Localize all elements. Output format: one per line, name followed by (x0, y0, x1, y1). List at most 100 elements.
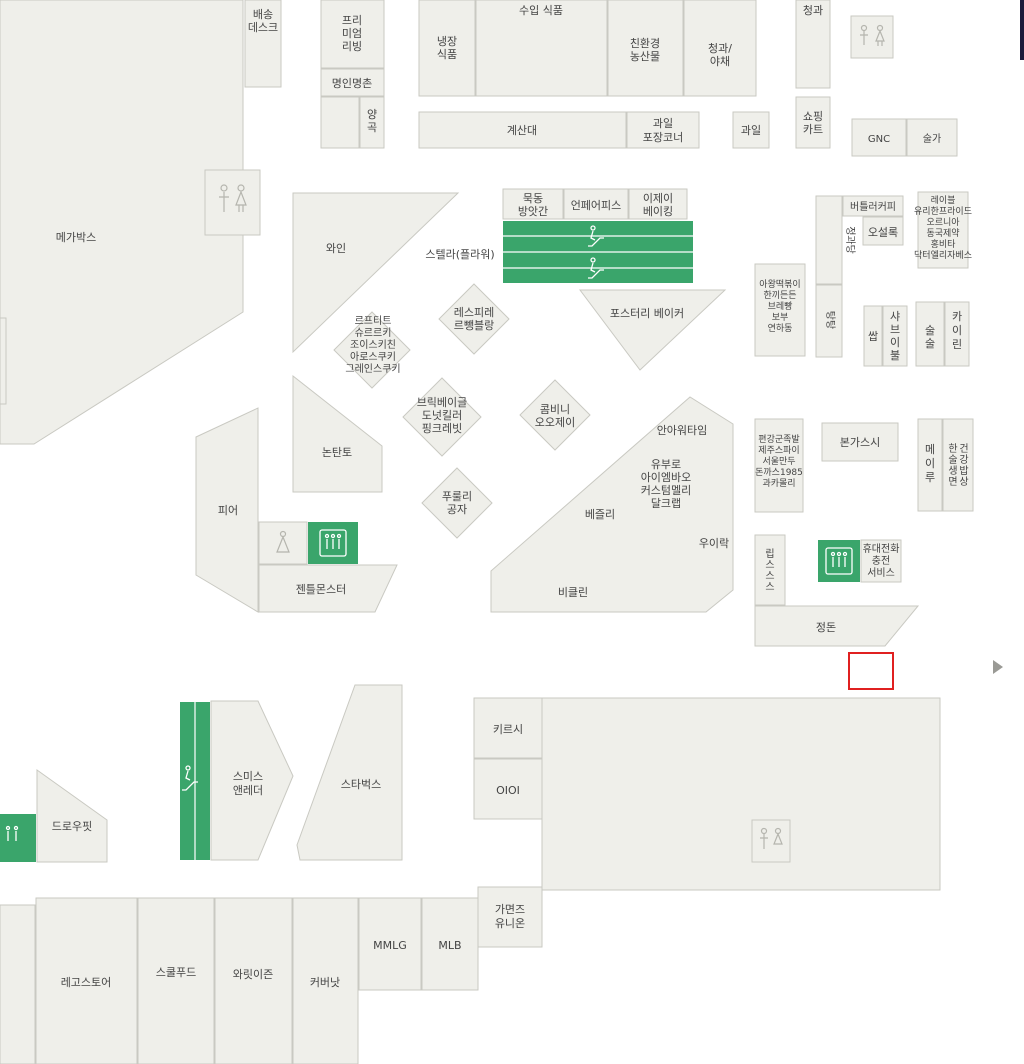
store-oioi[interactable] (473, 758, 543, 820)
store-shabu[interactable] (882, 305, 908, 367)
store-fruit-veg[interactable] (683, 0, 757, 97)
store-starbucks[interactable] (296, 684, 403, 861)
store-label: 명인명촌 (332, 77, 372, 90)
store-sulga[interactable] (906, 118, 958, 157)
store-label: 피어 (218, 504, 238, 517)
store-megabox[interactable] (0, 0, 244, 445)
store-partial-left[interactable] (0, 317, 7, 405)
scroll-right-arrow-icon[interactable] (993, 660, 1003, 674)
store-label: MLB (438, 939, 461, 952)
store-ijei[interactable] (628, 188, 688, 220)
store-chilled-food[interactable] (418, 0, 476, 97)
store-dropet[interactable] (36, 769, 108, 863)
store-shopping-cart[interactable] (795, 96, 831, 149)
store-foster[interactable] (579, 289, 727, 371)
store-multi-right[interactable] (917, 191, 969, 269)
store-label: 정돈 (816, 621, 836, 634)
store-mlb[interactable] (421, 897, 479, 991)
store-myungin[interactable] (320, 68, 385, 97)
store-label: 정과당 (844, 226, 856, 254)
store-label: 와인 (326, 242, 346, 255)
store-label: MMLG (373, 939, 407, 952)
store-kirsh[interactable] (473, 697, 543, 759)
store-sap[interactable] (863, 305, 883, 367)
store-brickbagel[interactable] (402, 377, 482, 457)
store-rebs[interactable] (754, 534, 786, 606)
store-multi-right2[interactable] (754, 418, 804, 513)
elevator-icon (825, 547, 853, 575)
store-schoolfood[interactable] (137, 897, 215, 1064)
store-import-food[interactable] (475, 0, 608, 97)
store-butler[interactable] (842, 195, 904, 217)
store-eco-produce[interactable] (607, 0, 684, 97)
store-jeongdon[interactable] (754, 605, 920, 647)
store-junggwa[interactable] (815, 195, 843, 285)
store-gentle-monster[interactable] (258, 564, 398, 613)
store-gnc[interactable] (851, 118, 907, 157)
store-fruit-pack[interactable] (626, 111, 700, 149)
restroom-icon (860, 24, 885, 46)
store-bongasu[interactable] (821, 422, 899, 462)
store-smith[interactable] (210, 700, 294, 861)
store-wine[interactable] (292, 192, 460, 354)
store-label: 계산대 (507, 124, 537, 137)
store-mmlg[interactable] (358, 897, 422, 991)
store-lespi[interactable] (438, 283, 510, 355)
store-label: 탕탕 (824, 311, 836, 329)
store-combini[interactable] (519, 379, 591, 451)
store-label: 키르시 (493, 723, 523, 736)
store-hansang[interactable] (942, 418, 974, 512)
escalator-icon (588, 225, 604, 279)
store-waikijeon[interactable] (214, 897, 293, 1064)
escalator-icon (182, 765, 198, 791)
store-label: 스쿨푸드 (156, 966, 196, 979)
store-fruit-partial[interactable] (795, 0, 831, 89)
store-tangtang[interactable] (815, 284, 843, 358)
store-label: 청과 (803, 4, 823, 17)
store-large-block[interactable] (541, 697, 941, 891)
store-label: GNC (868, 134, 890, 145)
store-coverknot[interactable] (292, 897, 359, 1064)
store-label: 언페어피스 (571, 199, 622, 212)
store-notando[interactable] (292, 374, 383, 493)
elevator[interactable] (0, 814, 36, 862)
store-fruit[interactable] (732, 111, 770, 149)
store-premium-living[interactable] (320, 0, 385, 69)
store-phone-service[interactable] (860, 539, 902, 583)
store-label: 본가스시 (840, 436, 880, 449)
store-meiru[interactable] (917, 418, 943, 512)
store-label: 술가 (923, 133, 941, 145)
store-delivery-desk[interactable] (244, 0, 282, 88)
store-checkout[interactable] (418, 111, 627, 149)
store-lepetit[interactable] (333, 311, 411, 389)
store-mukdong[interactable] (502, 188, 564, 220)
store-yangsik[interactable] (359, 96, 385, 149)
store-label: 스텔라(플라워) (425, 248, 494, 261)
store-empty[interactable] (320, 96, 360, 149)
store-onpair[interactable] (563, 188, 629, 220)
store-gwaja[interactable] (754, 263, 806, 357)
store-food-court[interactable] (490, 396, 734, 613)
store-sulsul[interactable] (915, 301, 945, 367)
store-gamenjeu[interactable] (477, 886, 543, 948)
store-label: 비클린 (558, 586, 588, 599)
store-pier[interactable] (195, 407, 259, 613)
store-lego[interactable] (35, 897, 138, 1064)
restroom-icon (219, 184, 247, 212)
store-pururi[interactable] (421, 467, 493, 539)
store-osulloc[interactable] (862, 216, 904, 246)
store-label: 드로우핏 (52, 820, 92, 833)
store-partial-left[interactable] (0, 904, 36, 1064)
store-kairin[interactable] (944, 301, 970, 367)
